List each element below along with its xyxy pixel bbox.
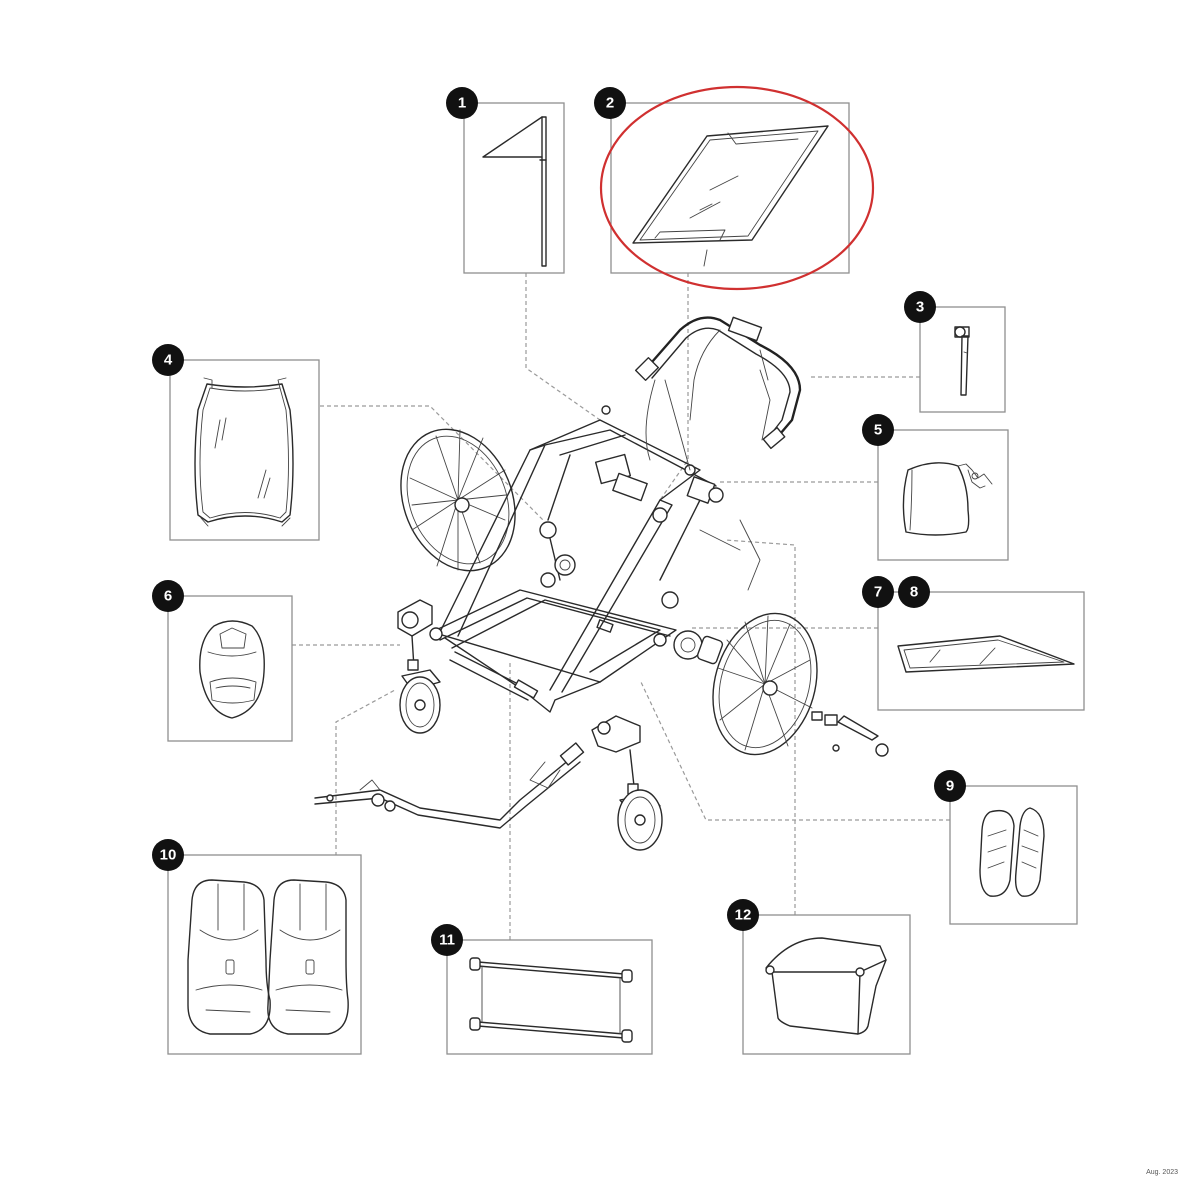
svg-text:3: 3: [916, 299, 924, 316]
part-6-seat-pad: [167, 595, 293, 742]
right-rear-wheel: [673, 612, 889, 757]
svg-text:8: 8: [910, 584, 918, 601]
part-7-8-canopy-window: [877, 591, 1085, 711]
push-bar-with-front-wheel: [314, 715, 663, 851]
part-2-rain-sun-cover: [599, 85, 875, 291]
leader-lines: [292, 273, 950, 940]
svg-text:10: 10: [160, 847, 177, 864]
part-10-seat-pads: [167, 854, 362, 1055]
badge-8: 8: [898, 576, 930, 608]
svg-text:4: 4: [164, 352, 173, 369]
revision-date: Aug. 2023: [1146, 1169, 1178, 1176]
svg-text:9: 9: [946, 778, 954, 795]
badge-1: 1: [446, 87, 478, 119]
badge-11: 11: [431, 924, 463, 956]
svg-text:12: 12: [735, 907, 752, 924]
svg-text:6: 6: [164, 588, 172, 605]
svg-text:7: 7: [874, 584, 882, 601]
highlight-ring: [599, 85, 875, 291]
svg-text:5: 5: [874, 422, 882, 439]
part-5-storage-bag: [877, 429, 1009, 561]
badge-10: 10: [152, 839, 184, 871]
left-rear-wheel: [400, 428, 516, 572]
stroller-frame-assembly: [314, 316, 889, 851]
badge-3: 3: [904, 291, 936, 323]
part-12-storage-basket: [742, 914, 911, 1055]
part-3-strap: [919, 306, 1006, 413]
badge-5: 5: [862, 414, 894, 446]
svg-text:2: 2: [606, 95, 614, 112]
badge-4: 4: [152, 344, 184, 376]
badge-7: 7: [862, 576, 894, 608]
part-1-safety-flag: [463, 102, 565, 274]
badge-6: 6: [152, 580, 184, 612]
part-11-cross-bar: [446, 939, 653, 1055]
badge-9: 9: [934, 770, 966, 802]
front-wheel-left: [397, 599, 441, 734]
part-9-side-panels: [949, 785, 1078, 925]
badge-12: 12: [727, 899, 759, 931]
svg-text:1: 1: [458, 95, 466, 112]
svg-text:11: 11: [439, 932, 455, 949]
badge-2: 2: [594, 87, 626, 119]
callout-badges: 1 2 3 4 5 6 7 8 9 10 11 12: [152, 87, 966, 956]
part-4-insect-net: [169, 359, 320, 541]
